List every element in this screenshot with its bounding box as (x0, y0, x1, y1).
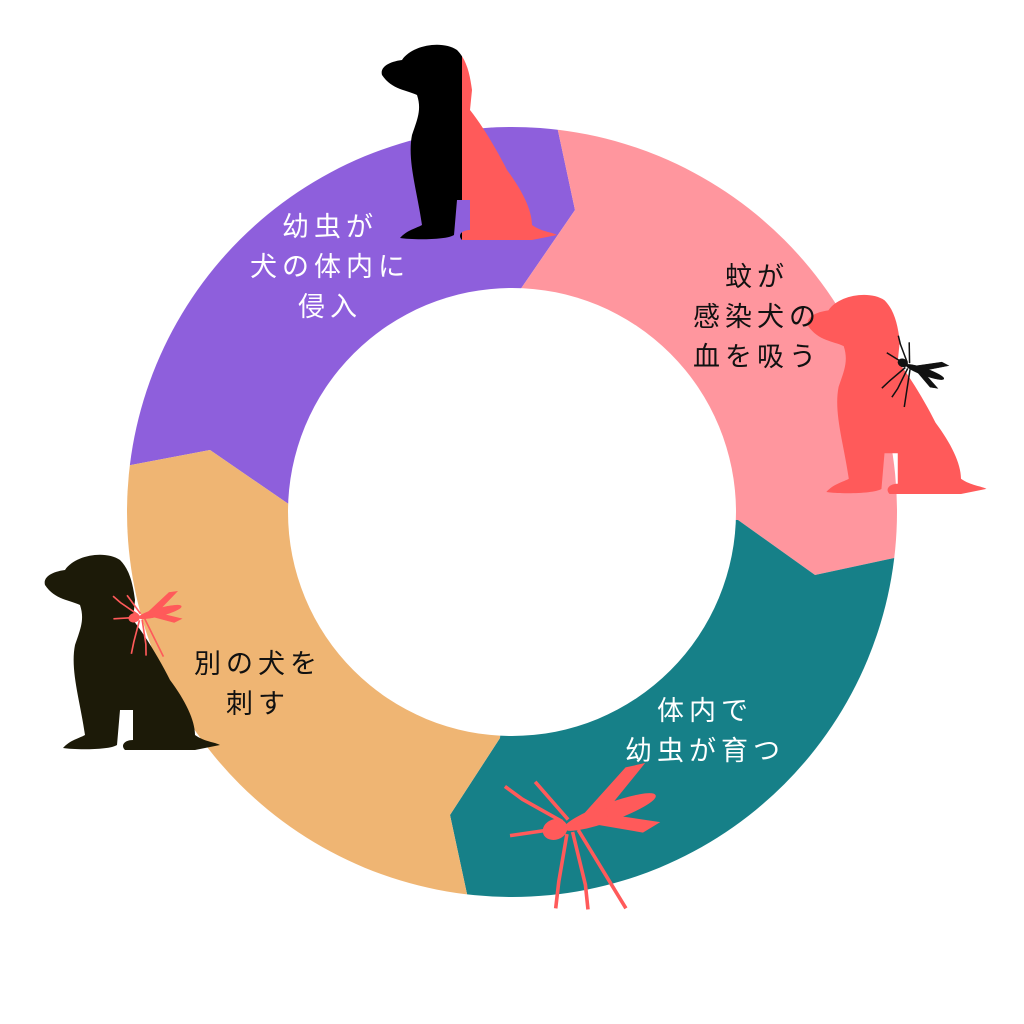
label-line: 体内で (657, 696, 753, 727)
segment-larvae-grow (450, 512, 1024, 1024)
step-2-label: 蚊が感染犬の血を吸う (672, 258, 842, 378)
label-line: 蚊が (725, 262, 789, 293)
label-line: 侵入 (298, 292, 362, 323)
label-line: 刺す (226, 689, 290, 720)
label-line: 幼虫が (282, 212, 378, 243)
step-4-label: 別の犬を刺す (178, 645, 338, 725)
label-line: 犬の体内に (250, 252, 410, 283)
label-line: 幼虫が育つ (625, 736, 785, 767)
label-line: 別の犬を (194, 649, 322, 680)
step-1-label: 幼虫が犬の体内に侵入 (230, 208, 430, 328)
label-line: 血を吸う (693, 342, 821, 373)
label-line: 感染犬の (693, 302, 821, 333)
segment-bites-other-dog (0, 450, 512, 1024)
step-3-label: 体内で幼虫が育つ (600, 692, 810, 772)
